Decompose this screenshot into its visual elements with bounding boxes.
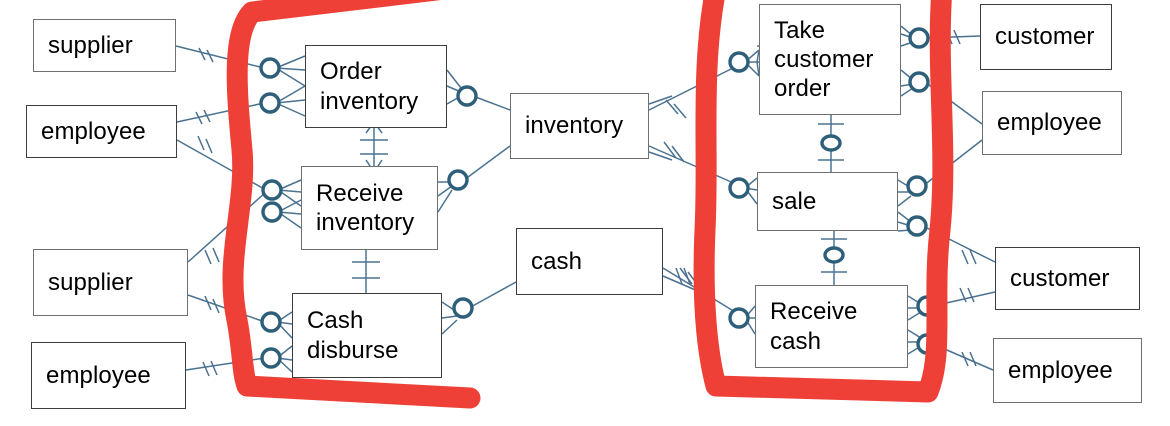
entity-label: Order inventory [320, 58, 419, 115]
entity-label: Cash disburse [307, 307, 399, 364]
entity-cash-disburse[interactable]: Cash disburse [292, 293, 442, 378]
entity-employee-top-right[interactable]: employee [982, 91, 1122, 155]
entity-inventory[interactable]: inventory [510, 93, 649, 159]
entity-supplier-bottom[interactable]: supplier [33, 249, 188, 316]
entity-label: employee [997, 109, 1102, 137]
entity-label: inventory [525, 112, 624, 140]
entity-receive-inventory[interactable]: Receive inventory [301, 166, 438, 250]
entity-label: customer [995, 23, 1095, 51]
entity-label: customer [1010, 264, 1110, 292]
entity-customer-top[interactable]: customer [980, 4, 1112, 70]
entity-label: supplier [48, 31, 133, 59]
entity-employee-bottom-left[interactable]: employee [31, 342, 186, 409]
entity-label: Take customer order [774, 16, 874, 103]
entity-employee-bottom-right[interactable]: employee [993, 338, 1142, 403]
entity-order-inventory[interactable]: Order inventory [305, 45, 447, 128]
entity-label: employee [41, 117, 146, 145]
entity-label: cash [531, 247, 583, 275]
entity-label: employee [1008, 356, 1113, 384]
entity-take-customer-order[interactable]: Take customer order [759, 4, 901, 115]
entity-label: supplier [48, 268, 133, 296]
entity-receive-cash[interactable]: Receive cash [755, 285, 908, 368]
entity-label: sale [772, 187, 817, 215]
entity-customer-bottom[interactable]: customer [995, 247, 1140, 310]
entity-sale[interactable]: sale [757, 172, 898, 231]
entity-cash[interactable]: cash [516, 228, 663, 295]
entity-label: Receive inventory [316, 179, 415, 236]
entity-supplier-top[interactable]: supplier [33, 19, 176, 72]
entity-label: employee [46, 361, 151, 389]
entity-label: Receive cash [770, 298, 858, 355]
entity-employee-top-left[interactable]: employee [26, 105, 177, 158]
